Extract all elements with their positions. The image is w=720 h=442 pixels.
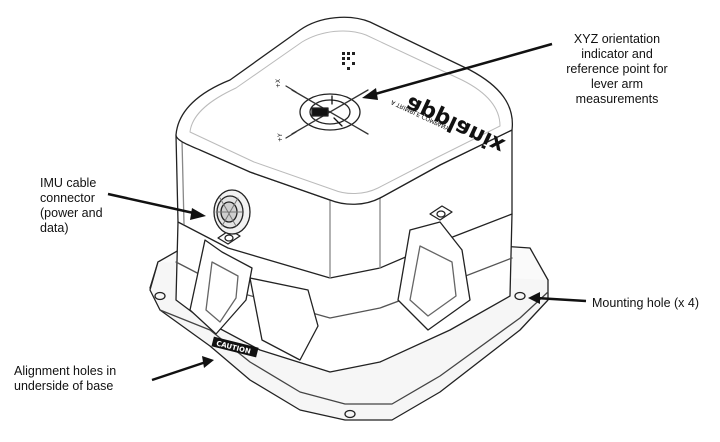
alignment-arrow (151, 360, 207, 382)
front-left-leg (189, 239, 253, 335)
callout-line: indicator and (581, 47, 653, 61)
center-leg (249, 277, 319, 361)
caution-label-plate (211, 336, 259, 358)
callout-line: underside of base (14, 379, 114, 393)
imu-connector-callout: IMU cable connector (power and data) (40, 176, 103, 236)
xyz-arrow (367, 42, 553, 98)
alignment-holes-callout: Alignment holes in underside of base (14, 364, 116, 394)
callout-line: (power and (40, 206, 103, 220)
mounting-hole-callout: Mounting hole (x 4) (592, 296, 699, 311)
axis-label-x: +X (275, 79, 282, 88)
mounting-hole-back (344, 409, 356, 419)
callout-line: reference point for (566, 62, 668, 76)
callout-line: connector (40, 191, 95, 205)
mounting-hole-right (514, 291, 526, 301)
axis-label-y: +Y (277, 133, 284, 142)
mounting-hole-left (154, 291, 166, 301)
callout-line: Mounting hole (x 4) (592, 296, 700, 310)
logo-grid-icon (342, 52, 355, 70)
imu-arrow (107, 192, 199, 216)
mounting-arrow (535, 296, 587, 303)
front-right-leg (397, 221, 471, 331)
xyz-callout: XYZ orientation indicator and reference … (556, 32, 678, 107)
callout-line: data) (40, 221, 69, 235)
callout-line: Alignment holes in (14, 364, 117, 378)
callout-line: XYZ orientation (573, 32, 661, 46)
callout-line: lever arm (590, 77, 644, 91)
callout-line: measurements (575, 92, 659, 106)
callout-line: IMU cable (40, 176, 97, 190)
